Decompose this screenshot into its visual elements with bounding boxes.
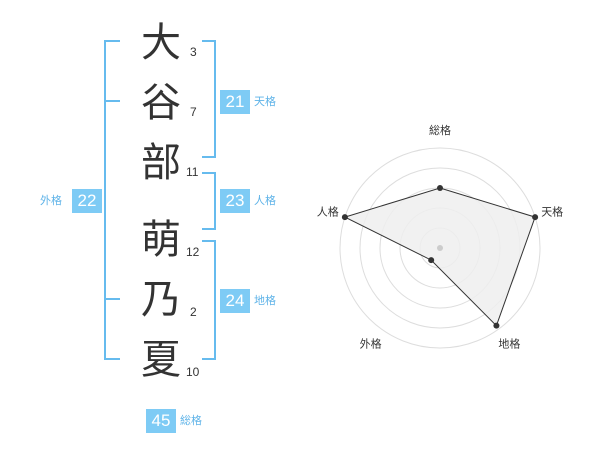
radar-ring	[399, 207, 481, 289]
gaikaku-bracket-mid2	[104, 298, 120, 300]
radar-axis-label-1: 総格	[429, 123, 451, 137]
radar-point-3	[493, 322, 500, 329]
stroke-count-2: 7	[190, 105, 197, 119]
radar-point-5	[341, 214, 348, 221]
radar-ring	[359, 167, 521, 329]
radar-value-area	[343, 187, 536, 327]
jinkaku-bracket-vertical	[214, 172, 216, 230]
chikaku-bracket-vertical	[214, 240, 216, 360]
radar-axis-label-2: 天格	[541, 205, 563, 219]
name-char-2: 谷	[141, 80, 181, 126]
jinkaku-bracket-top	[202, 172, 216, 174]
name-char-1: 大	[141, 20, 181, 66]
radar-point-2	[532, 214, 539, 221]
radar-axis-label-4: 外格	[360, 337, 382, 351]
tenkaku-bracket-vertical	[214, 40, 216, 158]
radar-center-dot	[437, 245, 443, 251]
chikaku-label: 地格	[254, 294, 276, 307]
name-char-3: 部	[141, 140, 181, 186]
jinkaku-label: 人格	[254, 194, 276, 207]
chikaku-value-badge: 24	[220, 289, 250, 313]
soukaku-label: 総格	[180, 414, 202, 427]
name-char-5: 乃	[141, 277, 181, 323]
radar-ring	[419, 227, 461, 269]
name-char-4: 萌	[141, 217, 181, 263]
name-char-6: 夏	[141, 337, 181, 383]
stroke-count-6: 10	[186, 365, 200, 379]
tenkaku-bracket-top	[202, 40, 216, 42]
stroke-count-3: 11	[186, 165, 199, 179]
radar-point-4	[428, 257, 435, 264]
tenkaku-bracket-bottom	[202, 156, 216, 158]
chikaku-bracket-top	[202, 240, 216, 242]
radar-ring	[379, 187, 501, 309]
jinkaku-value-badge: 23	[220, 189, 250, 213]
tenkaku-value-badge: 21	[220, 90, 250, 114]
radar-axis-label-3: 地格	[498, 337, 520, 351]
stroke-count-1: 3	[190, 45, 197, 59]
radar-grid-rings	[339, 147, 541, 349]
tenkaku-label: 天格	[254, 95, 276, 108]
radar-value-points	[341, 185, 539, 329]
gaikaku-bracket-vertical	[104, 40, 106, 360]
jinkaku-bracket-bottom	[202, 228, 216, 230]
gaikaku-bracket-bottom	[104, 358, 120, 360]
radar-ring	[339, 147, 541, 349]
radar-axis-label-5: 人格	[317, 205, 339, 219]
gaikaku-bracket-mid1	[104, 100, 120, 102]
soukaku-value-badge: 45	[146, 409, 176, 433]
chikaku-bracket-bottom	[202, 358, 216, 360]
radar-point-1	[437, 185, 443, 191]
gaikaku-value-badge: 22	[72, 189, 102, 213]
gaikaku-label: 外格	[40, 194, 62, 207]
stroke-count-5: 2	[190, 305, 197, 319]
gaikaku-bracket-top	[104, 40, 120, 42]
stroke-count-4: 12	[186, 245, 200, 259]
